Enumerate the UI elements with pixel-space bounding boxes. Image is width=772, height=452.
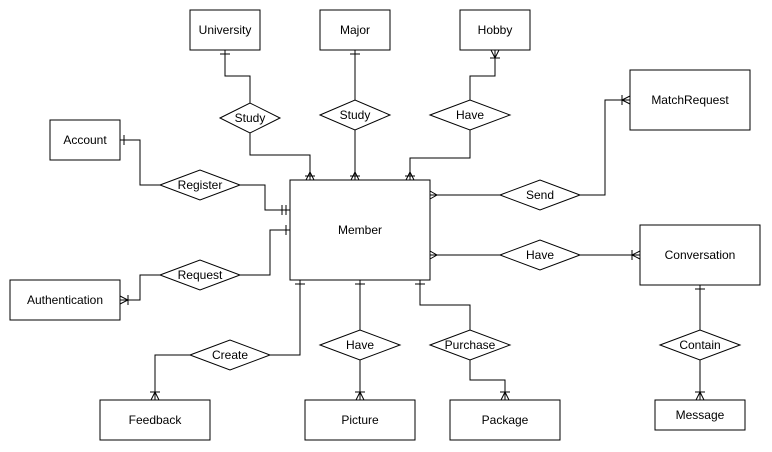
entity-authentication[interactable]: Authentication — [9, 279, 121, 321]
entity-conversation[interactable]: Conversation — [639, 224, 761, 286]
marker-many-member-major — [350, 170, 360, 181]
relationship-have-hobby[interactable]: Have — [428, 99, 512, 131]
edge-member-purchase — [419, 280, 471, 330]
entity-account[interactable]: Account — [49, 119, 121, 161]
marker-many-matchrequest — [620, 95, 631, 105]
marker-many-hobby — [490, 49, 500, 60]
relationship-have-conversation[interactable]: Have — [498, 239, 582, 271]
marker-many-feedback — [150, 390, 160, 401]
relationship-label: Contain — [679, 338, 720, 352]
entity-label: Hobby — [478, 23, 513, 37]
entity-feedback[interactable]: Feedback — [99, 399, 211, 441]
entity-label: Message — [676, 408, 725, 422]
cardinality-markers — [119, 49, 705, 401]
marker-many-conversation — [630, 250, 641, 260]
marker-many-picture — [355, 390, 365, 401]
relationship-study-major[interactable]: Study — [318, 99, 392, 131]
relationship-label: Study — [235, 111, 266, 125]
relationship-register[interactable]: Register — [158, 169, 242, 201]
edge-request-member — [240, 229, 290, 276]
relationship-send[interactable]: Send — [498, 179, 582, 211]
relationship-label: Request — [178, 268, 223, 282]
entity-university[interactable]: University — [189, 9, 261, 51]
entity-major[interactable]: Major — [319, 9, 391, 51]
marker-many-package — [500, 390, 510, 401]
entities: University Major Hobby Account MatchRequ… — [9, 9, 761, 441]
entity-label: Member — [338, 223, 382, 237]
marker-many-authentication — [119, 295, 130, 305]
relationships: Study Study Have Register Send Request H… — [158, 99, 742, 371]
edge-study-member-university — [249, 127, 311, 180]
entity-package[interactable]: Package — [449, 399, 561, 441]
entity-label: Major — [340, 23, 370, 37]
relationship-label: Have — [456, 108, 484, 122]
entity-message[interactable]: Message — [654, 399, 746, 431]
marker-many-member-have — [429, 250, 439, 260]
entity-picture[interactable]: Picture — [304, 399, 416, 441]
edge-hobby-have — [469, 50, 496, 100]
marker-many-message — [695, 390, 705, 401]
relationship-label: Have — [346, 338, 374, 352]
relationship-create[interactable]: Create — [188, 339, 272, 371]
entity-label: Picture — [341, 413, 379, 427]
marker-one-member-register — [281, 205, 287, 215]
edge-have-member-hobby — [409, 130, 471, 180]
entity-label: MatchRequest — [651, 93, 729, 107]
entity-label: Package — [482, 413, 529, 427]
entity-label: Conversation — [665, 248, 736, 262]
marker-many-member-university — [305, 170, 315, 181]
relationship-request[interactable]: Request — [158, 259, 242, 291]
relationship-purchase[interactable]: Purchase — [428, 329, 512, 361]
relationship-study-university[interactable]: Study — [218, 102, 282, 134]
relationship-have-picture[interactable]: Have — [318, 329, 402, 361]
entity-label: Authentication — [27, 293, 103, 307]
relationship-contain[interactable]: Contain — [658, 329, 742, 361]
edge-register-member — [240, 184, 290, 211]
marker-many-member-hobby — [405, 170, 415, 181]
edge-university-study — [224, 50, 251, 103]
edge-account-register — [120, 139, 160, 186]
edge-feedback-create — [154, 354, 190, 400]
relationship-label: Study — [340, 108, 371, 122]
entity-label: University — [199, 23, 252, 37]
relationship-label: Send — [526, 188, 554, 202]
edge-create-member — [270, 280, 301, 356]
entity-label: Account — [63, 133, 107, 147]
entity-matchrequest[interactable]: MatchRequest — [629, 69, 751, 131]
entity-hobby[interactable]: Hobby — [459, 9, 531, 51]
connectors — [120, 50, 701, 400]
relationship-label: Purchase — [445, 338, 496, 352]
entity-member[interactable]: Member — [289, 179, 431, 281]
entity-label: Feedback — [129, 413, 183, 427]
marker-many-member-send — [429, 190, 439, 200]
edge-purchase-package — [469, 360, 506, 400]
relationship-label: Register — [178, 178, 223, 192]
relationship-label: Create — [212, 348, 248, 362]
relationship-label: Have — [526, 248, 554, 262]
edge-send-matchrequest — [580, 99, 630, 196]
edge-authentication-request — [120, 274, 160, 301]
